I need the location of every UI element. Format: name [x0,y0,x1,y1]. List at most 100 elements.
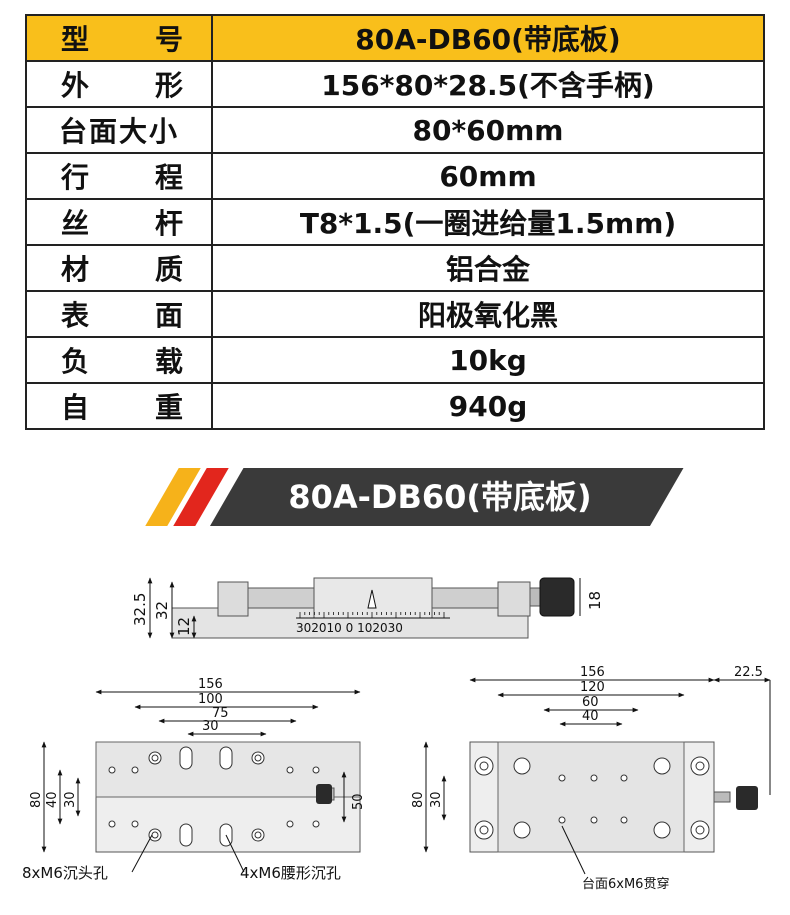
dim-80: 80 [29,791,44,808]
dim-120: 120 [580,680,605,695]
spec-label-part: 台面大小 [58,115,179,148]
dim-75: 75 [212,706,229,721]
counterbore-hole [254,831,262,839]
hole [108,820,116,828]
spec-value: 10kg [211,336,765,384]
spec-label-part: 质 [154,253,183,286]
mount-hole [479,825,489,835]
dim-40: 40 [45,791,60,808]
spec-value: 80*60mm [211,106,765,154]
spec-label-part: 杆 [154,207,183,240]
spec-label: 负载 [25,336,213,384]
spec-label-part: 行 [61,161,90,194]
hole [131,820,139,828]
counterbore-hole [513,821,531,839]
callout-counterbore: 8xM6沉头孔 [22,864,108,882]
spec-row: 材质铝合金 [25,244,765,292]
scale-label: 302010 0 102030 [296,621,403,635]
spec-label-part: 载 [154,345,183,378]
dim-60: 60 [582,695,599,710]
spec-label-part: 负 [61,345,90,378]
through-hole [590,774,598,782]
dim-base-height: 12 [175,617,193,636]
side-view: 302010 0 102030 32.5 32 12 18 [131,577,604,639]
spec-label: 行程 [25,152,213,200]
spec-label-part: 型 [61,23,90,56]
through-hole [590,816,598,824]
spec-value: 80A-DB60(带底板) [211,14,765,62]
spec-label: 表面 [25,290,213,338]
technical-drawing: 302010 0 102030 32.5 32 12 18 156 100 75… [22,577,771,892]
dim-50: 50 [351,793,366,810]
dim-knob-size: 18 [586,591,604,610]
counterbore-hole [653,757,671,775]
spec-label: 外形 [25,60,213,108]
dim-22-5: 22.5 [734,665,763,680]
spec-label-part: 号 [154,23,183,56]
counterbore-hole [513,757,531,775]
right-top-view: 156 120 60 40 22.5 80 30 台面6xM6贯穿 [411,665,771,892]
mount-hole [479,761,489,771]
knob-icon [736,786,758,810]
dim-156: 156 [198,677,223,692]
slot-hole [179,823,193,847]
callout-slot: 4xM6腰形沉孔 [240,864,341,882]
hole [108,766,116,774]
spec-label: 材质 [25,244,213,292]
spec-label-part: 自 [61,391,90,424]
slot-hole [219,746,233,770]
through-hole [620,774,628,782]
model-banner: 80A-DB60(带底板) [140,468,684,526]
dim-80: 80 [411,791,426,808]
slot-hole [179,746,193,770]
callout-through-hole: 台面6xM6贯穿 [582,876,669,892]
spec-label: 丝杆 [25,198,213,246]
spec-label-part: 表 [61,299,90,332]
dim-total-height: 32.5 [131,593,149,626]
hole [286,820,294,828]
dim-100: 100 [198,692,223,707]
counterbore-hole [653,821,671,839]
spec-value: 阳极氧化黑 [211,290,765,338]
knob-icon [539,577,575,617]
through-hole [558,816,566,824]
spec-value: 156*80*28.5(不含手柄) [211,60,765,108]
spec-value: 60mm [211,152,765,200]
spec-label-part: 程 [154,161,183,194]
spec-label-part: 面 [154,299,183,332]
spec-label-part: 重 [154,391,183,424]
mount-hole [695,761,705,771]
spec-label: 型号 [25,14,213,62]
hole [312,766,320,774]
left-top-view: 156 100 75 30 80 40 30 50 8xM6沉头孔 4xM6腰形… [22,677,366,882]
dim-body-height: 32 [153,601,171,620]
banner-title: 80A-DB60(带底板) [288,478,592,516]
dim-30-vertical: 30 [63,791,78,808]
counterbore-hole [151,754,159,762]
dim-40: 40 [582,709,599,724]
dim-30-vertical: 30 [429,791,444,808]
counterbore-hole [151,831,159,839]
hole [131,766,139,774]
spec-label: 自重 [25,382,213,430]
hole [312,820,320,828]
spec-label-part: 形 [154,69,183,102]
spec-value: 940g [211,382,765,430]
counterbore-hole [254,754,262,762]
hole [286,766,294,774]
mount-hole [695,825,705,835]
dim-30: 30 [202,719,219,734]
spec-row: 表面阳极氧化黑 [25,290,765,338]
spec-label-part: 外 [61,69,90,102]
spec-value: 铝合金 [211,244,765,292]
spec-label-part: 丝 [61,207,90,240]
spec-label: 台面大小 [25,106,213,154]
through-hole [558,774,566,782]
knob-icon [316,784,332,804]
